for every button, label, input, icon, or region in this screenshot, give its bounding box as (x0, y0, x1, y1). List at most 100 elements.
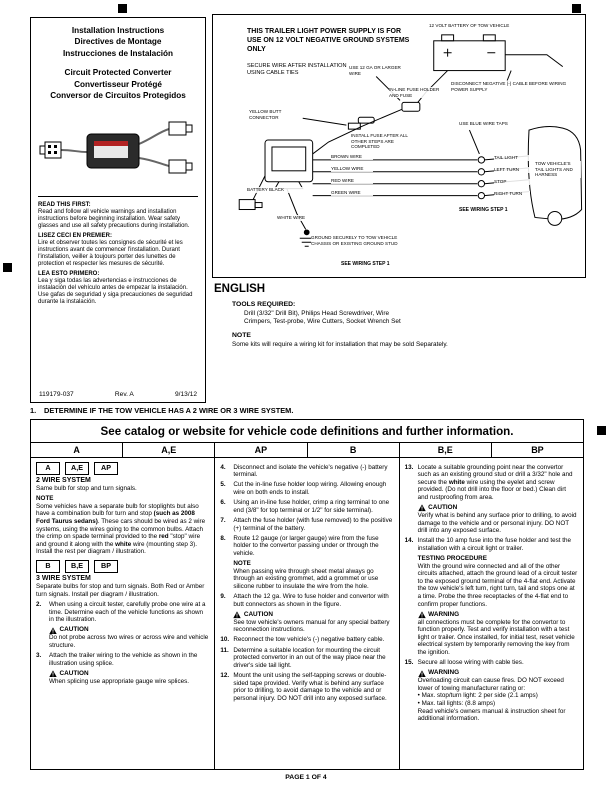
instruction-item-8: 8. Route 12 gauge (or larger gauge) wire… (220, 535, 393, 558)
item-text: Reconnect the tow vehicle's (-) negative… (233, 636, 385, 644)
note-text-bold: (such as 2008 Ford Taurus sedans) (36, 510, 195, 525)
doc-title-es: Instrucciones de Instalación (62, 48, 174, 58)
registration-mark (118, 4, 127, 13)
two-wire-note: Some vehicles have a separate bulb for s… (36, 503, 209, 556)
note-text-bold: red (158, 533, 169, 541)
item-number: 5. (220, 481, 226, 489)
two-wire-note-heading: NOTE (36, 495, 54, 503)
label-battery: 12 VOLT BATTERY OF TOW VEHICLE (429, 23, 517, 29)
two-wire-desc: Same bulb for stop and turn signals. (36, 485, 137, 493)
instruction-item-2: 2. When using a circuit tester, carefull… (36, 601, 209, 624)
code-cell-bp: BP (531, 445, 544, 455)
label-red-wire: RED WIRE (331, 178, 373, 184)
doc-title-fr: Directives de Montage (74, 37, 162, 47)
product-title-en: Circuit Protected Converter (64, 68, 172, 78)
warning-badge: WARNING (417, 669, 578, 677)
code-box-a: A (36, 462, 60, 475)
instruction-item-12: 12. Mount the unit using the self-tappin… (220, 672, 393, 702)
column-steps-4-12: 4. Disconnect and isolate the vehicle's … (215, 458, 400, 769)
instruction-item-7: 7. Attach the fuse holder (with fuse rem… (220, 517, 393, 532)
item-number: 7. (220, 517, 226, 525)
label-fuse-holder: IN-LINE FUSE HOLDER AND FUSE (389, 87, 447, 98)
instruction-columns: A A,E AP 2 WIRE SYSTEM Same bulb for sto… (31, 458, 583, 769)
label-butt-connector: YELLOW BUTT CONNECTOR (249, 109, 301, 120)
code-cell-a: A (31, 443, 124, 457)
instruction-item-15: 15. Secure all loose wiring with cable t… (405, 659, 578, 667)
caution-label: CAUTION (59, 626, 89, 634)
label-use-12ga-wire: USE 12 GA OR LARGER WIRE (349, 65, 405, 76)
step-1-heading: 1. DETERMINE IF THE TOW VEHICLE HAS A 2 … (30, 406, 293, 415)
instruction-item-4: 4. Disconnect and isolate the vehicle's … (220, 464, 393, 479)
note-text-bold: white (115, 540, 132, 548)
item-text: Mount the unit using the self-tapping sc… (233, 672, 387, 702)
kits-note-body: Some kits will require a wiring kit for … (232, 341, 448, 349)
note-text: . These cars should be wired as 2 wire s… (36, 518, 206, 541)
item-number: 14. (404, 537, 414, 545)
converter-product-image (39, 121, 193, 174)
doc-title-group: Installation Instructions Directives de … (38, 25, 198, 59)
item-number: 11. (220, 646, 229, 654)
code-box-b: B (36, 560, 60, 573)
instruction-item-9: 9. Attach the 12 ga. Wire to fuse holder… (220, 593, 393, 608)
label-disconnect-negative: DISCONNECT NEGATIVE (-) CABLE BEFORE WIR… (451, 81, 575, 92)
caution-text: Do not probe across two wires or across … (49, 634, 209, 649)
item-number: 4. (220, 463, 226, 471)
code-box-ae: A,E (65, 462, 89, 475)
caution-badge: CAUTION (49, 670, 209, 678)
item-number: 8. (220, 534, 226, 542)
read-first-body-es: Lea y siga todas las advertencias e inst… (38, 278, 193, 306)
code-cell-b: B (308, 443, 400, 457)
label-white-wire: WHITE WIRE (277, 215, 317, 221)
warning-bullet: • Max. tail lights: (8.8 amps) (417, 700, 496, 708)
caution-badge: CAUTION (49, 626, 209, 634)
two-wire-code-group: A A,E AP (36, 462, 209, 475)
code-box-ap: AP (94, 462, 118, 475)
read-first-body-en: Read and follow all vehicle warnings and… (38, 208, 190, 229)
warning-text: Overloading circuit can cause fires. DO … (417, 677, 564, 692)
label-see-wiring-step-bottom: SEE WIRING STEP 1 (341, 261, 403, 267)
step-1-text: DETERMINE IF THE TOW VEHICLE HAS A 2 WIR… (44, 406, 294, 415)
doc-date: 9/13/12 (175, 391, 197, 398)
note-text: "stop" wire and ground it along with the (36, 533, 201, 548)
doc-revision: Rev. A (114, 391, 134, 398)
note-text: When passing wire through sheet metal al… (233, 567, 379, 590)
caution-label: CAUTION (428, 504, 458, 512)
note-text: wire (mounting step 3). Install the rest… (36, 540, 198, 556)
caution-label: CAUTION (59, 669, 89, 677)
code-box-be: B,E (65, 560, 89, 573)
instruction-item-14: 14. Install the 10 amp fuse into the fus… (405, 537, 578, 552)
testing-procedure-text: With the ground wire connected and all o… (417, 562, 578, 608)
catalog-header: See catalog or website for vehicle code … (31, 420, 583, 443)
item-number: 13. (404, 463, 414, 471)
item-text: Attach the trailer wiring to the vehicle… (49, 652, 198, 667)
english-heading: ENGLISH (214, 283, 266, 295)
note-heading: NOTE (233, 560, 251, 568)
code-box-bp: BP (94, 560, 118, 573)
note-text: Some vehicles have a separate bulb for s… (36, 502, 199, 518)
read-first-heading-en: READ THIS FIRST: (38, 201, 91, 208)
label-battery-black: BATTERY BLACK (247, 187, 305, 193)
product-title-es: Conversor de Circuitos Protegidos (50, 91, 186, 101)
catalog-table: See catalog or website for vehicle code … (30, 419, 584, 770)
instruction-item-5: 5. Cut the in-line fuse holder loop wiri… (220, 481, 393, 496)
warning-label: WARNING (428, 610, 460, 618)
item-number: 10. (220, 636, 230, 644)
item-text: Install the 10 amp fuse into the fuse ho… (417, 537, 571, 553)
label-stop: STOP (494, 179, 530, 185)
label-blue-wire-taps: USE BLUE WIRE TAPS (459, 121, 509, 127)
registration-mark (3, 263, 12, 272)
diagram-secure-note: SECURE WIRE AFTER INSTALLATION USING CAB… (247, 63, 351, 77)
item-number: 9. (220, 593, 226, 601)
testing-procedure-heading: TESTING PROCEDURE (417, 555, 487, 563)
warning-triangle-icon (417, 670, 426, 677)
item-number: 12. (220, 672, 230, 680)
item-text-bold: white (448, 478, 465, 486)
caution-text: Verify what is behind any surface prior … (417, 511, 577, 535)
registration-mark (597, 426, 606, 435)
item-text: Cut the in-line fuse holder loop wiring.… (233, 481, 387, 497)
code-cell-ap: AP (215, 443, 308, 457)
doc-meta-row: 119179-037 Rev. A 9/13/12 (38, 389, 198, 398)
instruction-item-10: 10. Reconnect the tow vehicle's (-) nega… (220, 636, 393, 644)
tools-required-block: TOOLS REQUIRED: Drill (3/32" Drill Bit),… (232, 301, 586, 326)
item-number: 3. (36, 652, 42, 660)
